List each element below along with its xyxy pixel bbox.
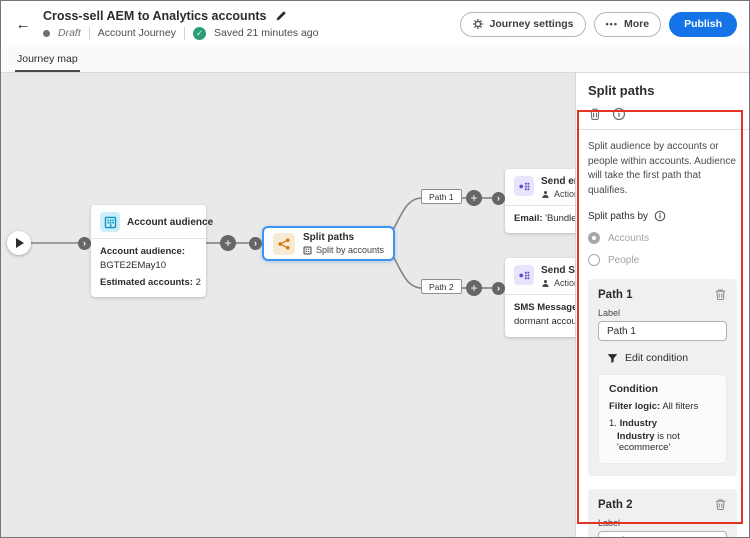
title-block: Cross-sell AEM to Analytics accounts Dra… [43, 9, 318, 40]
email-node-subtitle: Action on p [554, 189, 575, 199]
path-name: Path 2 [598, 498, 633, 511]
saved-timestamp: Saved 21 minutes ago [213, 27, 319, 39]
path-name: Path 1 [598, 288, 633, 301]
sms-body-label: SMS Message: [514, 302, 575, 313]
more-button[interactable]: ••• More [593, 11, 662, 37]
radio-selected-icon [588, 232, 600, 244]
path-label-input[interactable] [598, 321, 727, 341]
edit-condition-button[interactable]: Edit condition [607, 352, 727, 364]
saved-check-icon: ✓ [192, 26, 206, 40]
split-paths-icon [273, 232, 295, 255]
send-email-node[interactable]: Send email Action on p Email: 'Bundle pr… [505, 169, 575, 234]
gear-icon [472, 18, 484, 30]
node-title: Send email [541, 176, 575, 187]
journey-type-label: Account Journey [97, 27, 176, 39]
path-2-card: Path 2 Label Edit condition C [588, 489, 737, 537]
person-icon [541, 190, 550, 199]
ellipsis-icon: ••• [605, 19, 618, 29]
sms-node-subtitle: Action on p [554, 278, 575, 288]
path-label-input[interactable] [598, 531, 727, 537]
sms-body-line2: dormant account con [514, 316, 575, 328]
tab-bar: Journey map [1, 47, 749, 73]
audience-field-label: Account audience: [100, 246, 185, 257]
filter-icon [607, 353, 618, 364]
estimated-accounts-label: Estimated accounts: [100, 276, 193, 288]
delete-path-icon[interactable] [714, 288, 727, 301]
split-paths-node[interactable]: Split paths Split by accounts [262, 226, 396, 261]
label-caption: Label [598, 308, 621, 318]
back-icon[interactable]: ← [15, 15, 31, 33]
send-sms-icon [514, 265, 534, 285]
node-title: Send SMS [541, 265, 575, 276]
node-title: Split paths [303, 232, 355, 243]
radio-unselected-icon [588, 254, 600, 266]
panel-toolbar [576, 98, 749, 129]
draft-status-dot [43, 29, 50, 37]
radio-people[interactable]: People [588, 254, 737, 266]
add-node-button[interactable]: + [220, 235, 236, 251]
page-title: Cross-sell AEM to Analytics accounts [43, 8, 267, 23]
condition-card: Condition Filter logic: All filters 1. I… [598, 374, 727, 464]
email-body-value: 'Bundle promo [545, 213, 575, 224]
account-audience-node[interactable]: Account audience Account audience: BGTE2… [91, 205, 213, 297]
path-1-card: Path 1 Label Edit condition C [588, 279, 737, 476]
node-title: Account audience [127, 216, 214, 228]
account-audience-icon [100, 212, 120, 232]
connector-lines [31, 197, 493, 289]
journey-settings-button[interactable]: Journey settings [459, 11, 586, 37]
add-node-button[interactable]: + [466, 280, 482, 296]
split-node-subtitle: Split by accounts [316, 245, 385, 255]
send-email-icon [514, 176, 534, 196]
panel-divider [576, 129, 749, 130]
play-icon [16, 238, 24, 248]
chevron-right-icon: › [492, 191, 505, 205]
info-icon[interactable] [612, 107, 626, 121]
estimated-accounts-value: 2 [195, 276, 201, 288]
chevron-right-icon: › [78, 236, 91, 250]
tab-journey-map[interactable]: Journey map [15, 50, 80, 72]
send-sms-node[interactable]: Send SMS Action on p SMS Message: 'Engag… [505, 258, 575, 337]
path-2-tag: Path 2 [421, 279, 462, 294]
person-icon [541, 279, 550, 288]
header: ← Cross-sell AEM to Analytics accounts D… [1, 1, 749, 47]
radio-accounts[interactable]: Accounts [588, 232, 737, 244]
label-caption: Label [598, 518, 621, 528]
condition-title: Condition [609, 383, 658, 395]
panel-title: Split paths [588, 83, 655, 98]
status-row: Draft Account Journey ✓ Saved 21 minutes… [43, 26, 319, 40]
chevron-right-icon: › [249, 236, 262, 250]
edit-title-icon[interactable] [275, 10, 287, 22]
split-paths-by-label: Split paths by [588, 210, 649, 222]
header-actions: Journey settings ••• More Publish [459, 11, 737, 37]
journey-canvas[interactable]: › Account audience Account audience: BGT… [1, 73, 575, 537]
info-icon[interactable] [654, 210, 666, 222]
delete-path-icon[interactable] [714, 498, 727, 511]
split-paths-description: Split audience by accounts or people wit… [588, 141, 736, 196]
accounts-grid-icon [303, 245, 312, 255]
audience-field-value: BGTE2EMay10 [100, 260, 166, 272]
status-badge: Draft [58, 27, 81, 39]
chevron-right-icon: › [492, 281, 505, 295]
split-paths-panel: Split paths Split audience by accounts o… [575, 73, 749, 537]
publish-button[interactable]: Publish [669, 11, 737, 37]
path-1-tag: Path 1 [421, 189, 462, 204]
delete-node-icon[interactable] [588, 107, 602, 121]
main-area: › Account audience Account audience: BGT… [1, 73, 749, 537]
play-journey-button[interactable] [7, 231, 31, 255]
email-body-label: Email: [514, 213, 543, 224]
add-node-button[interactable]: + [466, 190, 482, 206]
